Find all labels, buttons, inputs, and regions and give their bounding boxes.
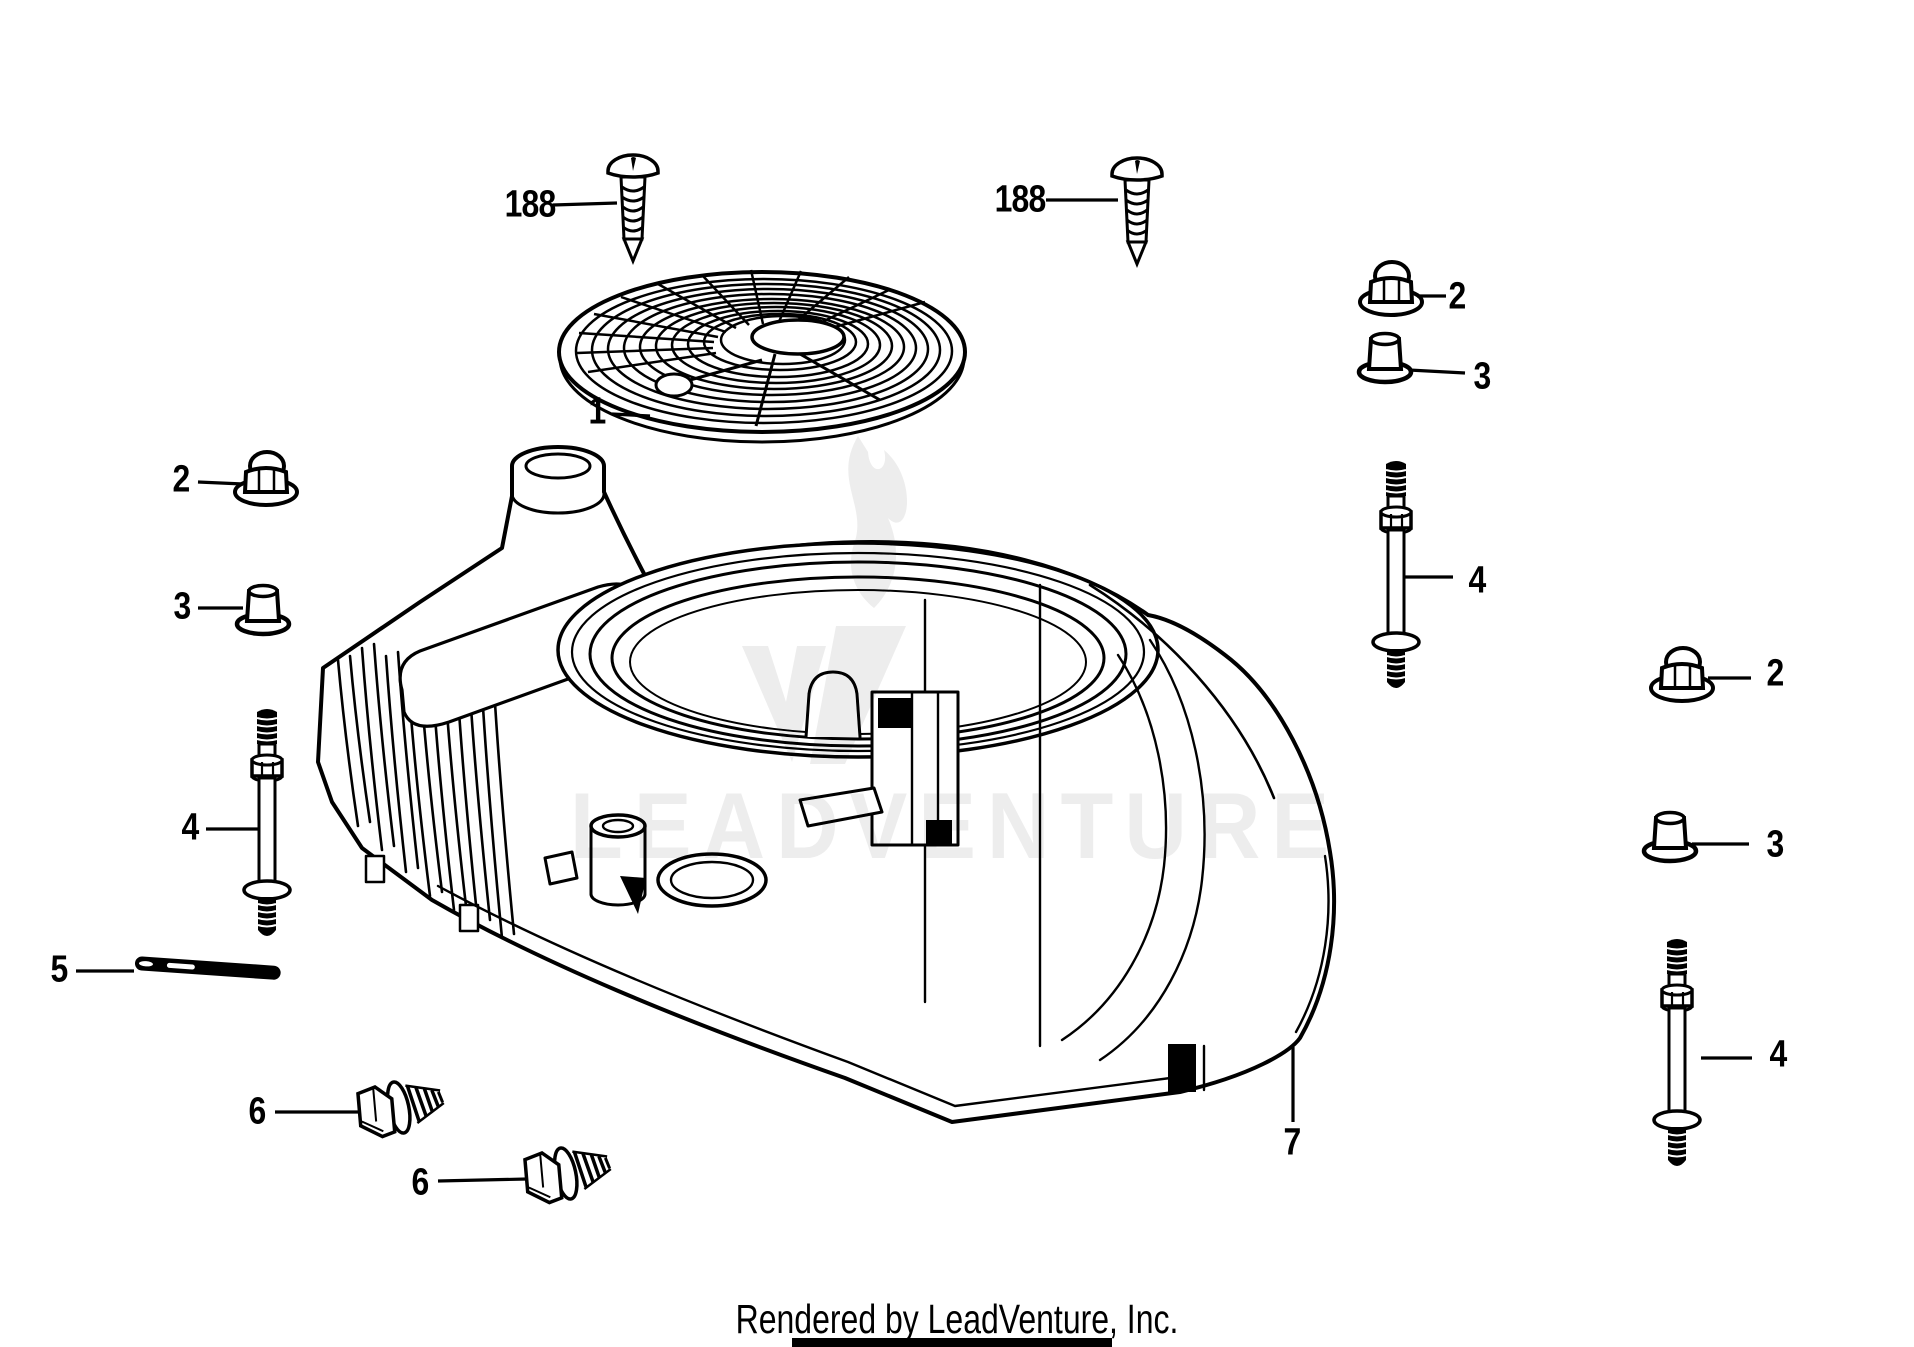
footer-credit: Rendered by LeadVenture, Inc.	[735, 1296, 1179, 1342]
callout-5-pin: 5	[50, 948, 69, 991]
callout-1-fan-screen: 1	[588, 390, 607, 433]
spacer-icon	[1644, 813, 1696, 862]
flange-nut-icon	[1649, 646, 1715, 703]
spacer-icon	[1359, 334, 1411, 383]
stud-icon	[242, 707, 292, 938]
cropped-bottom-bar	[792, 1338, 1112, 1347]
tapping-screw-icon	[1110, 156, 1164, 266]
stud-icon	[1371, 459, 1421, 690]
callout-6-lower: 6	[411, 1161, 430, 1204]
flange-nut-icon	[1358, 260, 1424, 317]
spacer-icon	[237, 586, 289, 635]
blower-housing-drawing	[316, 445, 1337, 1124]
callout-188-top-center: 188	[994, 178, 1047, 221]
flange-bolt-icon	[351, 1070, 450, 1144]
callout-4-right-upper: 4	[1468, 559, 1487, 602]
tapping-screw-icon	[606, 153, 660, 263]
fan-screen-drawing	[557, 269, 967, 444]
callout-6-upper: 6	[248, 1090, 267, 1133]
callout-leader-lines	[76, 198, 1752, 1183]
flange-nut-icon	[233, 450, 299, 507]
stud-icon	[1652, 937, 1702, 1168]
flange-bolt-icon	[518, 1136, 617, 1210]
callout-4-left: 4	[181, 806, 200, 849]
callout-2-far-right: 2	[1766, 652, 1785, 695]
callout-188-top-left: 188	[504, 183, 557, 226]
callout-3-upper-right: 3	[1473, 355, 1492, 398]
callout-3-left: 3	[173, 585, 192, 628]
callout-3-far-right: 3	[1766, 823, 1785, 866]
callout-2-left: 2	[172, 458, 191, 501]
callout-4-right-lower: 4	[1769, 1033, 1788, 1076]
callout-2-upper-right: 2	[1448, 275, 1467, 318]
dowel-pin-icon	[134, 956, 282, 981]
callout-7-housing: 7	[1283, 1121, 1302, 1164]
